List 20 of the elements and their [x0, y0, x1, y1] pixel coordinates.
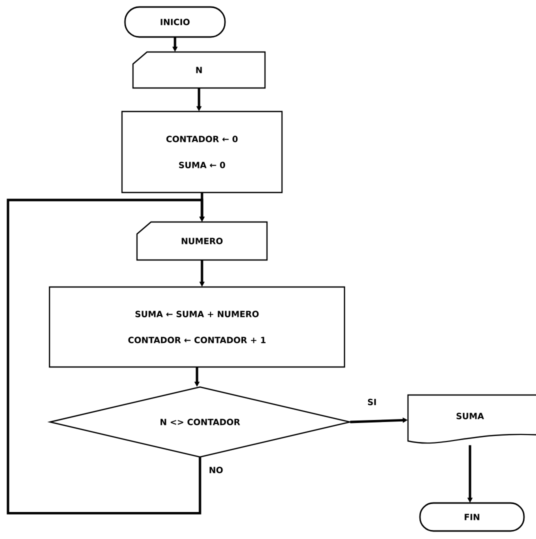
- process-box: [121, 110, 283, 194]
- edge-label: NO: [210, 466, 223, 474]
- node-text: INICIO: [160, 18, 190, 26]
- node-text: NUMERO: [182, 238, 223, 244]
- terminal-shape: [419, 502, 525, 532]
- node-text: CONTADOR ← 0: [166, 136, 238, 142]
- edge-label: SI: [368, 398, 376, 406]
- node-text: N: [196, 66, 202, 74]
- node-text: SUMA: [456, 412, 484, 420]
- node-text: FIN: [464, 514, 480, 520]
- manual-input-shape: [136, 221, 268, 261]
- terminal-shape: [124, 6, 226, 38]
- node-text: SUMA ← 0: [179, 162, 226, 168]
- document-shape: [407, 394, 536, 444]
- node-text: SUMA ← SUMA + NUMERO: [135, 310, 259, 318]
- arrow: [6, 198, 205, 514]
- manual-input-shape: [132, 51, 266, 89]
- node-text: CONTADOR ← CONTADOR + 1: [128, 336, 266, 344]
- process-box: [48, 286, 346, 368]
- node-text: N <> CONTADOR: [160, 418, 240, 426]
